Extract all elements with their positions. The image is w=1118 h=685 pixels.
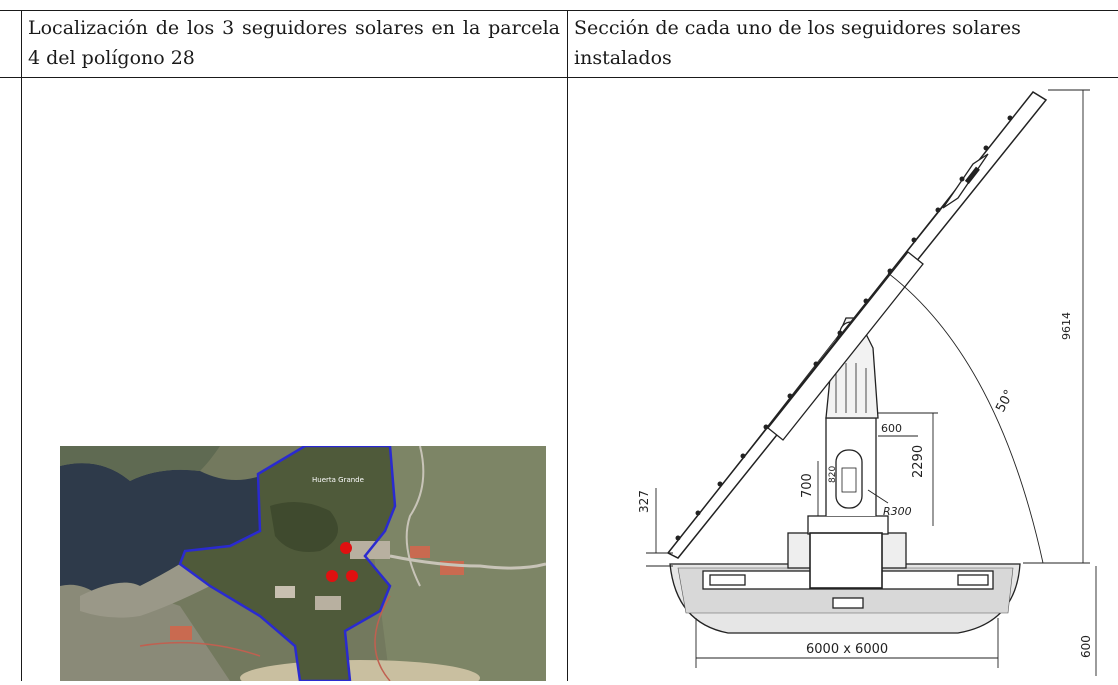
aerial-map-image: Huerta Grande	[60, 446, 546, 681]
tracker-section-drawing: 9614 50° 600 2290 700 820 R300 327 6000 …	[578, 78, 1118, 681]
dim-radius: R300	[883, 505, 912, 518]
table-mid-border	[567, 10, 568, 681]
left-header-cell: Localización de los 3 seguidores solares…	[28, 17, 560, 69]
dim-ground-offset: 327	[637, 490, 651, 513]
tracker-marker-3	[346, 570, 358, 582]
dim-pier-height: 2290	[911, 445, 926, 478]
tracker-marker-1	[340, 542, 352, 554]
tracker-section-svg: 9614 50° 600 2290 700 820 R300 327 6000 …	[637, 89, 1097, 676]
dim-foundation-depth: 600	[1079, 635, 1093, 658]
tracker-marker-2	[326, 570, 338, 582]
dim-foundation: 6000 x 6000	[806, 642, 888, 657]
right-header-cell: Sección de cada uno de los seguidores so…	[574, 17, 1021, 69]
table-top-border	[0, 10, 1118, 11]
aerial-map-svg: Huerta Grande	[60, 446, 546, 681]
dim-angle: 50°	[993, 387, 1017, 414]
map-place-label: Huerta Grande	[312, 476, 364, 484]
dim-pier-width: 600	[881, 422, 902, 435]
dim-opening: 820	[828, 466, 838, 483]
dim-clearance: 700	[800, 473, 815, 498]
dim-height-total: 9614	[1060, 312, 1073, 340]
table-header-border	[0, 77, 1118, 78]
table-left-border	[21, 10, 22, 681]
